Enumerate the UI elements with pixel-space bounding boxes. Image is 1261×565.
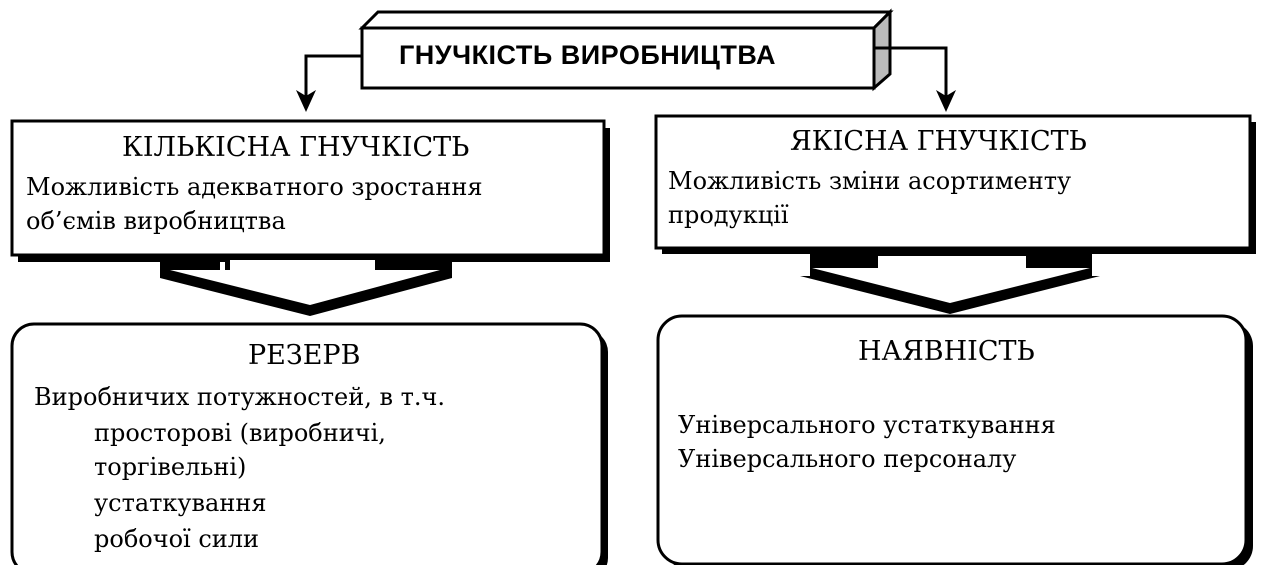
right-arrowhead	[936, 90, 956, 112]
left-box-heading: КІЛЬКІСНА ГНУЧКІСТЬ	[122, 132, 470, 163]
reserve-heading: РЕЗЕРВ	[248, 340, 361, 371]
reserve-line-5: робочої сили	[94, 525, 260, 553]
left-arrowhead	[296, 90, 316, 112]
right-connector	[874, 46, 948, 100]
availability-line-2: Універсального персоналу	[678, 445, 1017, 473]
reserve-box-frame	[10, 322, 608, 565]
reserve-line-1: Виробничих потужностей, в т.ч.	[34, 383, 445, 411]
left-connector	[304, 54, 362, 100]
diagram-title: ГНУЧКІСТЬ ВИРОБНИЦТВА	[399, 40, 777, 70]
right-box-line-2: продукції	[668, 201, 789, 229]
reserve-line-3: торгівельні)	[94, 453, 247, 481]
availability-line-1: Універсального устаткування	[678, 411, 1056, 439]
right-box-frame	[654, 114, 1256, 254]
reserve-line-2: просторові (виробничі,	[94, 419, 386, 447]
right-down-arrow	[800, 250, 1100, 314]
title-box	[358, 8, 894, 92]
right-box-heading: ЯКІСНА ГНУЧКІСТЬ	[790, 126, 1087, 157]
left-box-frame	[10, 119, 610, 262]
left-down-arrow	[160, 256, 452, 316]
availability-heading: НАЯВНІСТЬ	[858, 336, 1035, 367]
left-box-line-2: об’ємів виробництва	[26, 207, 286, 235]
right-box-line-1: Можливість зміни асортименту	[668, 167, 1072, 195]
left-box-line-1: Можливість адекватного зростання	[26, 173, 483, 201]
reserve-line-4: устаткування	[94, 489, 267, 517]
availability-box-frame	[656, 314, 1253, 565]
